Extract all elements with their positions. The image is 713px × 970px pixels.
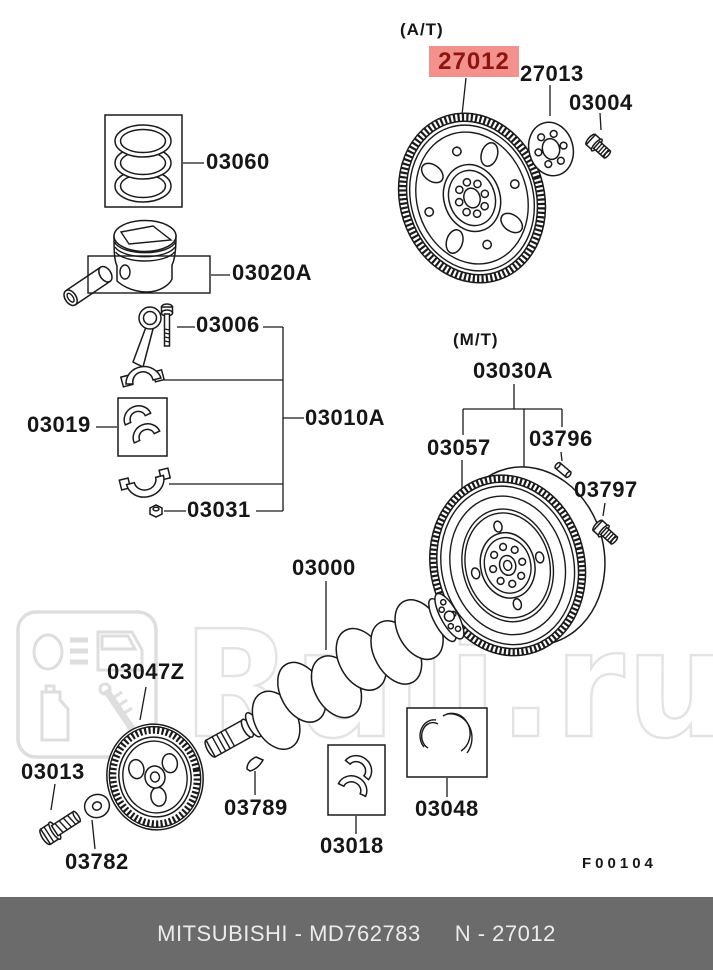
part-label-03789: 03789 <box>224 795 288 820</box>
part-label-03031: 03031 <box>187 497 251 522</box>
part-label-03057: 03057 <box>427 435 491 460</box>
part-label-03030A: 03030A <box>473 358 554 383</box>
bolt-03013-drawing <box>39 810 82 846</box>
bolt-03004-drawing <box>585 133 612 159</box>
part-label-03796: 03796 <box>529 426 593 451</box>
part-label-03047Z: 03047Z <box>107 659 185 684</box>
diagram-line-art <box>39 77 619 850</box>
piston-rings-drawing <box>104 114 183 208</box>
part-label-03048: 03048 <box>415 796 479 821</box>
part-label-27013: 27013 <box>520 61 584 86</box>
part-label-03019: 03019 <box>27 412 91 437</box>
washer-03782-drawing <box>83 793 111 819</box>
rod-bearings-drawing <box>117 397 168 457</box>
pin-03796-drawing <box>554 461 572 479</box>
thrust-bearings-drawing <box>406 707 488 778</box>
key-03789-drawing <box>246 756 265 772</box>
figure-code: F00104 <box>582 855 657 872</box>
connecting-rod-drawing <box>117 303 174 518</box>
part-label-03006: 03006 <box>196 312 260 337</box>
part-label-03000: 03000 <box>292 555 356 580</box>
part-label-03004: 03004 <box>569 90 633 115</box>
footer-brand-part: MITSUBISHI - MD762783 <box>157 920 421 946</box>
part-label-03010A: 03010A <box>305 405 386 430</box>
footer-bar: MITSUBISHI - MD762783 N - 27012 <box>0 897 713 970</box>
highlighted-part-box: 27012 <box>429 46 519 77</box>
part-label-03013: 03013 <box>21 759 85 784</box>
crankshaft-drawing <box>204 592 465 758</box>
part-label-03018: 03018 <box>320 833 384 858</box>
flywheel-drawing <box>429 466 606 657</box>
part-label-03020A: 03020A <box>232 260 313 285</box>
section-label-at: (A/T) <box>400 20 444 39</box>
footer-part-number: N - 27012 <box>454 920 556 946</box>
rod-cap-drawing <box>118 467 172 498</box>
section-label-mt: (M/T) <box>453 330 499 349</box>
watermark-logo <box>16 610 158 759</box>
part-label-27012: 27012 <box>438 47 510 75</box>
bolt-03797-drawing <box>592 519 619 545</box>
nut-drawing <box>149 504 163 518</box>
part-label-03797: 03797 <box>574 477 638 502</box>
piston-drawing <box>63 219 211 307</box>
spacer-plate-drawing <box>527 121 575 177</box>
leader-lines <box>50 77 606 850</box>
parts-logo-watermark <box>16 610 158 759</box>
main-bearings-drawing <box>327 744 386 816</box>
part-label-03060: 03060 <box>206 149 270 174</box>
part-label-03782: 03782 <box>65 849 129 874</box>
pulley-drawing <box>106 723 204 831</box>
drive-plate-drawing <box>397 112 547 284</box>
